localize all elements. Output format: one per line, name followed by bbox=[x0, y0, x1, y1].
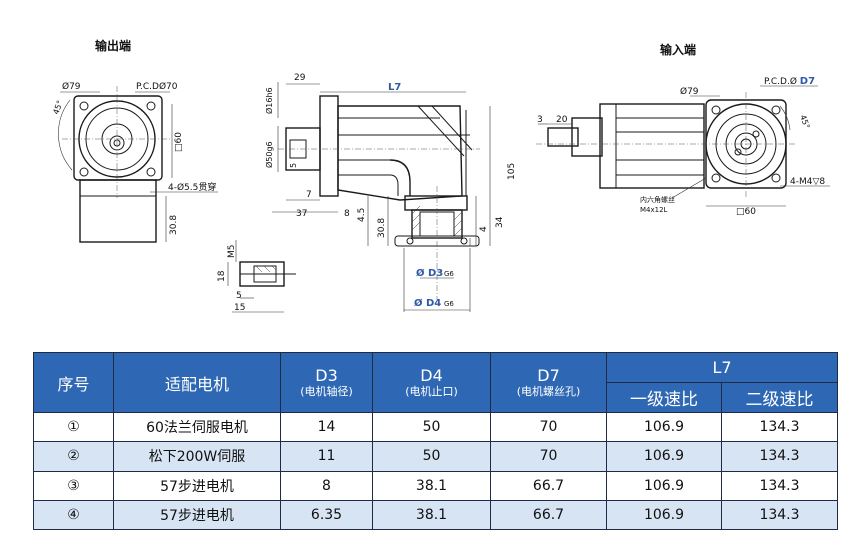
input-end-title: 输入端 bbox=[660, 42, 696, 57]
header-d3-sub: (电机轴径) bbox=[300, 385, 353, 398]
table-row: ③ 57步进电机 8 38.1 66.7 106.9 134.3 bbox=[33, 470, 838, 501]
header-stage1: 一级速比 bbox=[606, 382, 722, 413]
header-l7: L7 bbox=[606, 352, 838, 383]
dim-37-label: 37 bbox=[296, 209, 307, 219]
dim-18-label: 18 bbox=[217, 270, 227, 282]
cell-no: ④ bbox=[33, 499, 114, 531]
cell-stage2: 134.3 bbox=[721, 470, 838, 501]
cell-stage2: 134.3 bbox=[721, 499, 838, 531]
hex-bolt-label: 内六角螺丝 bbox=[640, 195, 675, 204]
output-end-title: 输出端 bbox=[95, 38, 131, 53]
cell-stage2: 134.3 bbox=[721, 441, 838, 472]
hole-4x55-label: 4-Ø5.5贯穿 bbox=[168, 181, 216, 193]
cell-no: ② bbox=[33, 441, 114, 472]
cell-stage1: 106.9 bbox=[606, 499, 722, 531]
cell-d7: 66.7 bbox=[490, 470, 607, 501]
dim-phi50-label: Ø50g6 bbox=[264, 141, 274, 168]
dim-3-label: 3 bbox=[537, 115, 543, 125]
cell-d3: 6.35 bbox=[280, 499, 373, 531]
cell-stage2: 134.3 bbox=[721, 411, 838, 443]
cell-motor: 57步进电机 bbox=[113, 499, 281, 531]
dim-30-8-mid-label: 30.8 bbox=[377, 218, 387, 238]
header-d3: D3 (电机轴径) bbox=[280, 352, 373, 413]
header-d4-title: D4 bbox=[420, 366, 443, 385]
tap-m4-label: 4-M4▽8 bbox=[790, 177, 825, 187]
g6-a-label: G6 bbox=[444, 270, 454, 278]
cell-d4: 50 bbox=[372, 441, 491, 472]
cell-no: ③ bbox=[33, 470, 114, 501]
cell-d7: 70 bbox=[490, 441, 607, 472]
cell-d3: 11 bbox=[280, 441, 373, 472]
header-motor: 适配电机 bbox=[113, 352, 281, 413]
table-row: ② 松下200W伺服 11 50 70 106.9 134.3 bbox=[33, 441, 838, 472]
phi79-left-label: Ø79 bbox=[62, 81, 81, 92]
header-d4: D4 (电机止口) bbox=[372, 352, 491, 413]
output-end-view bbox=[58, 86, 218, 243]
pcd-d7-value: D7 bbox=[800, 76, 815, 87]
cell-d7: 70 bbox=[490, 411, 607, 443]
cell-no: ① bbox=[33, 411, 114, 443]
sq60-right-label: □60 bbox=[736, 207, 756, 217]
dim-5-label: 5 bbox=[289, 163, 298, 168]
phi79-right-label: Ø79 bbox=[680, 86, 699, 97]
input-end-view bbox=[536, 85, 830, 207]
cell-d3: 14 bbox=[280, 411, 373, 443]
header-d7-sub: (电机螺丝孔) bbox=[516, 385, 581, 398]
dim-30-8-left-label: 30.8 bbox=[169, 215, 179, 235]
dim-4-5-label: 4.5 bbox=[357, 208, 367, 222]
angle45-left-label: 45° bbox=[51, 99, 64, 115]
header-d3-title: D3 bbox=[315, 366, 338, 385]
dim-5b-label: 5 bbox=[236, 291, 242, 301]
sq60-left-label: □60 bbox=[174, 132, 184, 152]
shaft-detail bbox=[227, 240, 296, 313]
l7-label: L7 bbox=[388, 82, 401, 93]
cell-d4: 38.1 bbox=[372, 470, 491, 501]
cell-stage1: 106.9 bbox=[606, 441, 722, 472]
dim-phi16-label: Ø16h6 bbox=[264, 87, 274, 114]
header-no: 序号 bbox=[33, 352, 114, 413]
dim-34-label: 34 bbox=[495, 216, 505, 228]
pcd70-label: P.C.DØ70 bbox=[136, 81, 178, 92]
cell-stage1: 106.9 bbox=[606, 470, 722, 501]
cell-motor: 松下200W伺服 bbox=[113, 441, 281, 472]
cell-d4: 38.1 bbox=[372, 499, 491, 531]
technical-drawing: 输出端 Ø79 P.C.DØ70 45° □60 4-Ø5.5贯穿 30.8 bbox=[51, 38, 830, 313]
cell-d4: 50 bbox=[372, 411, 491, 443]
m5-label: M5 bbox=[227, 245, 237, 259]
hex-bolt-spec-label: M4x12L bbox=[640, 206, 668, 214]
header-stage2: 二级速比 bbox=[721, 382, 838, 413]
header-d7-title: D7 bbox=[537, 366, 560, 385]
pcd-d7-label: P.C.D.Ø D7 bbox=[764, 76, 815, 87]
dim-29-label: 29 bbox=[294, 73, 306, 83]
dim-20-label: 20 bbox=[556, 115, 568, 125]
header-d4-sub: (电机止口) bbox=[405, 385, 458, 398]
cell-stage1: 106.9 bbox=[606, 411, 722, 443]
cell-d3: 8 bbox=[280, 470, 373, 501]
d4-label: Ø D4 bbox=[414, 297, 441, 309]
side-view bbox=[272, 82, 491, 312]
d3-label: Ø D3 bbox=[416, 267, 443, 279]
spec-table: 序号 适配电机 D3 (电机轴径) D4 (电机止口) D7 (电机螺丝孔) L… bbox=[33, 352, 838, 531]
cell-motor: 57步进电机 bbox=[113, 470, 281, 501]
cell-motor: 60法兰伺服电机 bbox=[113, 411, 281, 443]
header-d7: D7 (电机螺丝孔) bbox=[490, 352, 607, 413]
dim-8-label: 8 bbox=[344, 209, 350, 219]
angle45-right-label: 45° bbox=[798, 114, 811, 130]
pcd-d7-prefix: P.C.D.Ø bbox=[764, 76, 800, 87]
dim-15-label: 15 bbox=[234, 303, 245, 313]
table-row: ① 60法兰伺服电机 14 50 70 106.9 134.3 bbox=[33, 411, 838, 443]
dim-7-label: 7 bbox=[306, 190, 312, 200]
g6-b-label: G6 bbox=[444, 300, 454, 308]
cell-d7: 66.7 bbox=[490, 499, 607, 531]
dim-105-label: 105 bbox=[507, 163, 517, 180]
table-row: ④ 57步进电机 6.35 38.1 66.7 106.9 134.3 bbox=[33, 499, 838, 531]
dim-4-label: 4 bbox=[479, 226, 489, 232]
